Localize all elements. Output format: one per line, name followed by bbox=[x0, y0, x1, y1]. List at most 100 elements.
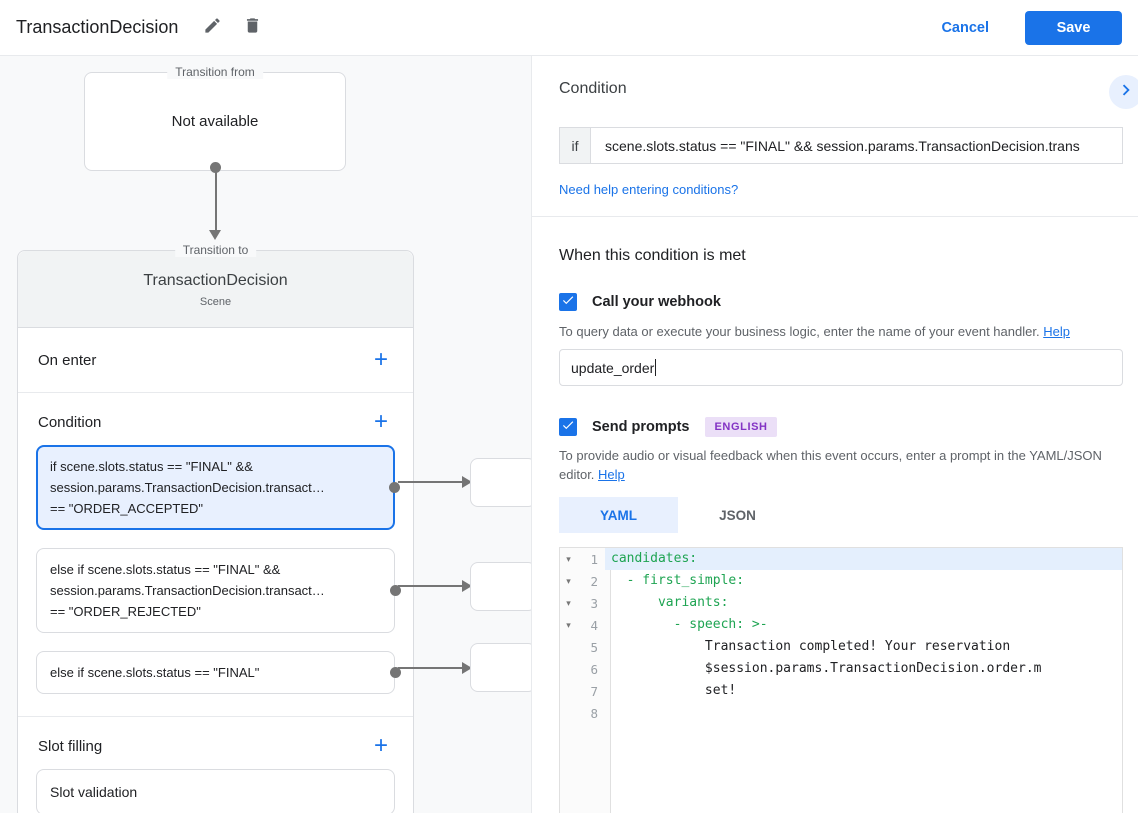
condition-line: == "ORDER_REJECTED" bbox=[50, 604, 201, 619]
connector-dot bbox=[390, 667, 401, 678]
fold-icon[interactable]: ▾ bbox=[566, 597, 571, 608]
condition-line: if scene.slots.status == "FINAL" && bbox=[50, 459, 253, 474]
trash-icon bbox=[243, 16, 262, 40]
code-text[interactable]: variants: bbox=[611, 595, 729, 610]
call-webhook-checkbox[interactable] bbox=[559, 293, 577, 311]
delete-button[interactable] bbox=[240, 16, 264, 40]
code-text[interactable]: Transaction completed! Your reservation bbox=[611, 639, 1011, 654]
condition-line: == "ORDER_ACCEPTED" bbox=[50, 501, 203, 516]
tab-json[interactable]: JSON bbox=[719, 507, 756, 523]
condition-connector-3 bbox=[398, 662, 472, 674]
line-number: 1 bbox=[590, 551, 598, 567]
condition-connector-1 bbox=[398, 476, 472, 488]
line-number: 7 bbox=[590, 683, 598, 699]
code-text[interactable]: $session.params.TransactionDecision.orde… bbox=[611, 661, 1042, 676]
scene-card-header[interactable]: TransactionDecision Scene bbox=[18, 251, 413, 328]
page-title: TransactionDecision bbox=[16, 17, 179, 37]
editor-line[interactable]: ▾ 4 - speech: >- bbox=[560, 614, 1122, 636]
editor-line[interactable]: ▾ 3 variants: bbox=[560, 592, 1122, 614]
scene-card: Transition to TransactionDecision Scene … bbox=[17, 243, 414, 813]
editor-line[interactable]: 8 bbox=[560, 702, 1122, 724]
transition-from-legend: Transition from bbox=[167, 65, 263, 79]
condition-detail-panel: Condition if scene.slots.status == "FINA… bbox=[531, 56, 1138, 813]
text-cursor bbox=[655, 359, 657, 376]
code-text[interactable] bbox=[605, 702, 1122, 724]
webhook-help-link[interactable]: Help bbox=[1043, 324, 1070, 339]
condition-section-label: Condition bbox=[38, 413, 102, 431]
header: TransactionDecision Cancel Save bbox=[0, 0, 1138, 56]
arrow-right-icon bbox=[462, 662, 472, 674]
fold-icon[interactable]: ▾ bbox=[566, 553, 571, 564]
connector-line bbox=[214, 170, 217, 230]
condition-line: else if scene.slots.status == "FINAL" && bbox=[50, 562, 281, 577]
editor-line[interactable]: ▾ 1 candidates: bbox=[560, 548, 1122, 570]
code-text[interactable]: - first_simple: bbox=[611, 573, 745, 588]
transition-target-node-2[interactable] bbox=[470, 562, 531, 611]
transition-from-content: Not available bbox=[171, 113, 259, 130]
add-condition-button[interactable]: + bbox=[369, 410, 393, 434]
send-prompts-checkbox[interactable] bbox=[559, 418, 577, 436]
code-text[interactable]: set! bbox=[611, 683, 737, 698]
yaml-editor[interactable]: ▾ 1 candidates: ▾ 2 - first_simple: ▾ 3 … bbox=[559, 547, 1123, 813]
line-number: 6 bbox=[590, 661, 598, 677]
tab-yaml[interactable]: YAML bbox=[559, 497, 678, 533]
event-handler-value: update_order bbox=[571, 359, 655, 376]
line-number: 4 bbox=[590, 617, 598, 633]
connector-dot bbox=[389, 482, 400, 493]
prompts-description-text: To provide audio or visual feedback when… bbox=[559, 448, 1102, 482]
language-badge: ENGLISH bbox=[705, 417, 777, 437]
scene-type: Scene bbox=[199, 296, 232, 308]
code-text[interactable]: candidates: bbox=[605, 548, 1122, 570]
cancel-button[interactable]: Cancel bbox=[941, 19, 989, 36]
fold-icon[interactable]: ▾ bbox=[566, 575, 571, 586]
call-webhook-row: Call your webhook bbox=[559, 293, 721, 311]
call-webhook-label: Call your webhook bbox=[592, 294, 721, 310]
diagram-panel: Transition from Not available Transition… bbox=[0, 56, 531, 813]
on-enter-row: On enter + bbox=[18, 328, 413, 393]
editor-line[interactable]: 5 Transaction completed! Your reservatio… bbox=[560, 636, 1122, 658]
pencil-icon bbox=[203, 16, 222, 40]
editor-line[interactable]: ▾ 2 - first_simple: bbox=[560, 570, 1122, 592]
condition-item-2[interactable]: else if scene.slots.status == "FINAL" &&… bbox=[36, 548, 401, 633]
if-prefix-label: if bbox=[560, 128, 591, 163]
scene-name: TransactionDecision bbox=[143, 272, 288, 289]
editor-tabs: YAML JSON bbox=[559, 497, 797, 533]
connector-dot bbox=[390, 585, 401, 596]
condition-item-3[interactable]: else if scene.slots.status == "FINAL" bbox=[36, 651, 401, 694]
transition-target-node-3[interactable] bbox=[470, 643, 531, 692]
condition-item-1[interactable]: if scene.slots.status == "FINAL" && sess… bbox=[36, 445, 400, 530]
line-number: 8 bbox=[590, 705, 598, 721]
condition-expression-value[interactable]: scene.slots.status == "FINAL" && session… bbox=[605, 137, 1080, 154]
condition-line: session.params.TransactionDecision.trans… bbox=[50, 583, 325, 598]
divider bbox=[532, 216, 1138, 217]
code-text[interactable]: - speech: >- bbox=[611, 617, 768, 632]
add-on-enter-button[interactable]: + bbox=[369, 348, 393, 372]
webhook-description-text: To query data or execute your business l… bbox=[559, 324, 1040, 339]
edit-button[interactable] bbox=[200, 16, 224, 40]
prompts-help-link[interactable]: Help bbox=[598, 467, 625, 482]
arrow-right-icon bbox=[462, 580, 472, 592]
arrow-right-icon bbox=[462, 476, 472, 488]
add-icon: + bbox=[373, 346, 388, 373]
checkmark-icon bbox=[561, 418, 575, 437]
add-slot-button[interactable]: + bbox=[369, 734, 393, 758]
add-icon: + bbox=[373, 408, 388, 435]
condition-line: session.params.TransactionDecision.trans… bbox=[50, 480, 325, 495]
fold-icon[interactable]: ▾ bbox=[566, 619, 571, 630]
save-button[interactable]: Save bbox=[1025, 10, 1122, 45]
condition-connector-2 bbox=[398, 580, 472, 592]
send-prompts-row: Send prompts ENGLISH bbox=[559, 417, 777, 437]
event-handler-input[interactable]: update_order bbox=[559, 349, 1123, 386]
collapse-panel-button[interactable] bbox=[1109, 75, 1138, 109]
editor-line[interactable]: 7 set! bbox=[560, 680, 1122, 702]
editor-line[interactable]: 6 $session.params.TransactionDecision.or… bbox=[560, 658, 1122, 680]
on-enter-label: On enter bbox=[38, 351, 97, 369]
send-prompts-label: Send prompts bbox=[592, 419, 690, 435]
condition-line: else if scene.slots.status == "FINAL" bbox=[50, 665, 260, 680]
conditions-help-link[interactable]: Need help entering conditions? bbox=[559, 182, 739, 197]
transition-target-node-1[interactable] bbox=[470, 458, 531, 507]
panel-title: Condition bbox=[559, 80, 627, 97]
slot-validation-item[interactable]: Slot validation bbox=[36, 769, 395, 813]
condition-expression-field[interactable]: if scene.slots.status == "FINAL" && sess… bbox=[559, 127, 1123, 164]
line-number: 2 bbox=[590, 573, 598, 589]
